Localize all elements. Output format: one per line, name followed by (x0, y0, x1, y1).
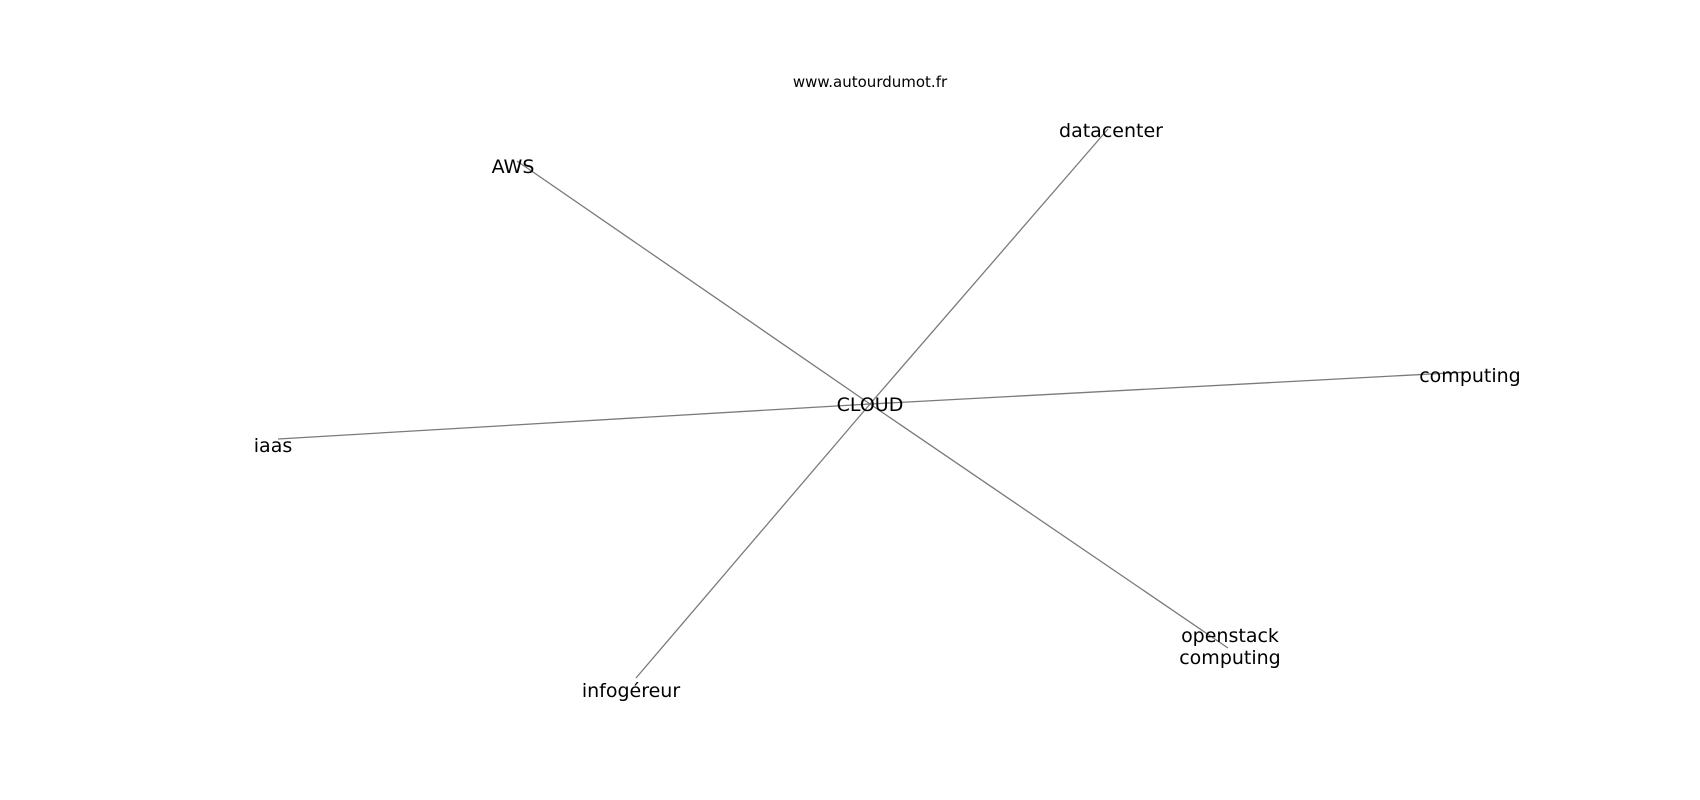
node-datacenter: datacenter (1059, 120, 1163, 142)
edge-cloud-datacenter (869, 128, 1109, 405)
node-cloud: CLOUD (837, 394, 904, 416)
node-openstack-computing-line-0: openstack (1181, 625, 1279, 647)
watermark-text: www.autourdumot.fr (793, 73, 948, 91)
node-datacenter-line-0: datacenter (1059, 120, 1163, 142)
edge-cloud-infogereur (635, 403, 871, 679)
node-infogereur-line-0: infogéreur (582, 680, 681, 702)
node-openstack-computing-line-1: computing (1179, 647, 1281, 669)
edge-cloud-openstack-computing (869, 403, 1229, 649)
node-iaas: iaas (254, 435, 292, 457)
node-infogereur: infogéreur (582, 680, 681, 702)
node-computing-line-0: computing (1419, 365, 1521, 387)
node-aws: AWS (492, 156, 535, 178)
edge-cloud-computing (869, 371, 1469, 405)
edge-cloud-aws (516, 160, 871, 405)
node-iaas-line-0: iaas (254, 435, 292, 457)
node-cloud-line-0: CLOUD (837, 394, 904, 416)
node-aws-line-0: AWS (492, 156, 535, 178)
edges-layer (277, 128, 1469, 679)
edge-cloud-iaas (277, 403, 871, 440)
node-computing: computing (1419, 365, 1521, 387)
